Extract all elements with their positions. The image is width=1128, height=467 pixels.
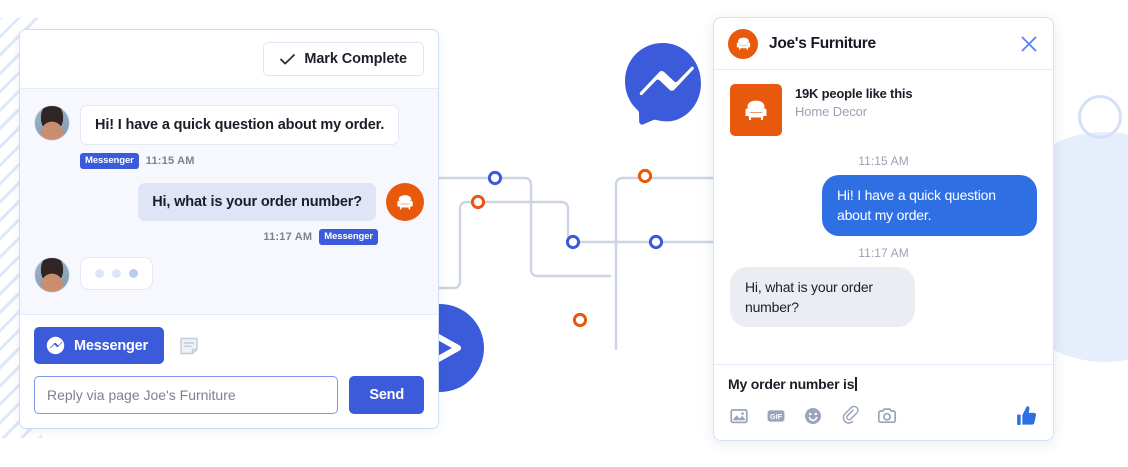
page-thumbnail [730, 84, 782, 136]
conversation-panel: Mark Complete Hi! I have a quick questio… [19, 29, 439, 429]
connector-node-orange [572, 312, 588, 328]
messenger-input[interactable]: My order number is [728, 376, 1039, 392]
svg-text:GIF: GIF [770, 412, 783, 421]
message-row-incoming: Hi, what is your order number? [730, 266, 1037, 328]
check-icon [280, 53, 296, 64]
page-likes-count: 19K people like this [795, 86, 913, 101]
message-timestamp: 11:17 AM [263, 231, 313, 243]
connector-node-blue [565, 234, 581, 250]
connector-node-orange [470, 194, 486, 210]
conversation-toolbar: Mark Complete [20, 30, 438, 89]
blue-ring-outline-decoration [1078, 95, 1122, 139]
message-bubble-outgoing: Hi! I have a quick question about my ord… [822, 175, 1037, 236]
connector-node-orange [637, 168, 653, 184]
tab-messenger-label: Messenger [74, 337, 148, 354]
camera-icon[interactable] [876, 405, 898, 427]
brand-avatar [386, 183, 424, 221]
text-caret [855, 377, 857, 391]
message-row-incoming: Hi! I have a quick question about my ord… [34, 105, 424, 145]
composer-channel-tabs: Messenger [34, 327, 424, 364]
note-icon[interactable] [178, 335, 200, 357]
mark-complete-label: Mark Complete [304, 51, 407, 67]
page-info-text: 19K people like this Home Decor [795, 84, 913, 119]
message-bubble-incoming: Hi, what is your order number? [730, 266, 915, 328]
emoji-icon[interactable] [802, 405, 824, 427]
photo-icon[interactable] [728, 405, 750, 427]
message-bubble-outgoing: Hi, what is your order number? [138, 183, 376, 221]
messenger-logo [620, 40, 706, 126]
send-button[interactable]: Send [349, 376, 424, 414]
page-info-card: 19K people like this Home Decor [730, 84, 1037, 136]
typing-indicator [80, 257, 153, 290]
gif-icon[interactable]: GIF [765, 405, 787, 427]
armchair-icon [745, 100, 767, 120]
messenger-icon [46, 336, 65, 355]
message-row-outgoing: Hi, what is your order number? [34, 183, 424, 221]
connector-node-blue [648, 234, 664, 250]
messenger-composer: My order number is GIF [714, 364, 1053, 440]
mark-complete-button[interactable]: Mark Complete [263, 42, 424, 76]
tab-messenger[interactable]: Messenger [34, 327, 164, 364]
typing-dot [95, 269, 104, 278]
customer-avatar [34, 105, 70, 141]
message-timestamp: 11:17 AM [858, 245, 909, 260]
channel-badge-messenger: Messenger [80, 153, 139, 169]
message-row-typing [34, 257, 424, 293]
message-bubble-incoming: Hi! I have a quick question about my ord… [80, 105, 400, 145]
composer-input-row: Send [34, 376, 424, 414]
thumbs-up-icon[interactable] [1014, 403, 1039, 428]
page-logo [728, 28, 758, 59]
message-row-outgoing: Hi! I have a quick question about my ord… [730, 175, 1037, 236]
message-thread: Hi! I have a quick question about my ord… [20, 89, 438, 314]
customer-avatar [34, 257, 70, 293]
armchair-icon [397, 195, 413, 210]
reply-input[interactable] [34, 376, 339, 414]
reply-composer: Messenger Send [20, 314, 438, 428]
message-meta-incoming: Messenger 11:15 AM [80, 153, 424, 169]
page-category: Home Decor [795, 104, 867, 119]
armchair-icon [736, 37, 750, 50]
message-timestamp: 11:15 AM [145, 155, 195, 167]
messenger-widget: Joe's Furniture 19K people like th [713, 17, 1054, 441]
messenger-widget-header: Joe's Furniture [714, 18, 1053, 70]
channel-badge-messenger: Messenger [319, 229, 378, 245]
messenger-composer-icons: GIF [728, 403, 1039, 428]
typing-dot [112, 269, 121, 278]
page-title: Joe's Furniture [769, 34, 876, 52]
close-icon[interactable] [1019, 34, 1039, 54]
messenger-widget-body: 19K people like this Home Decor 11:15 AM… [714, 70, 1053, 364]
connector-node-blue [487, 170, 503, 186]
messenger-input-text: My order number is [728, 376, 855, 392]
message-timestamp: 11:15 AM [858, 154, 909, 168]
paperclip-icon[interactable] [839, 405, 861, 427]
message-meta-outgoing: 11:17 AM Messenger [34, 229, 378, 245]
typing-dot [129, 269, 138, 278]
connector-diagram [430, 120, 730, 350]
